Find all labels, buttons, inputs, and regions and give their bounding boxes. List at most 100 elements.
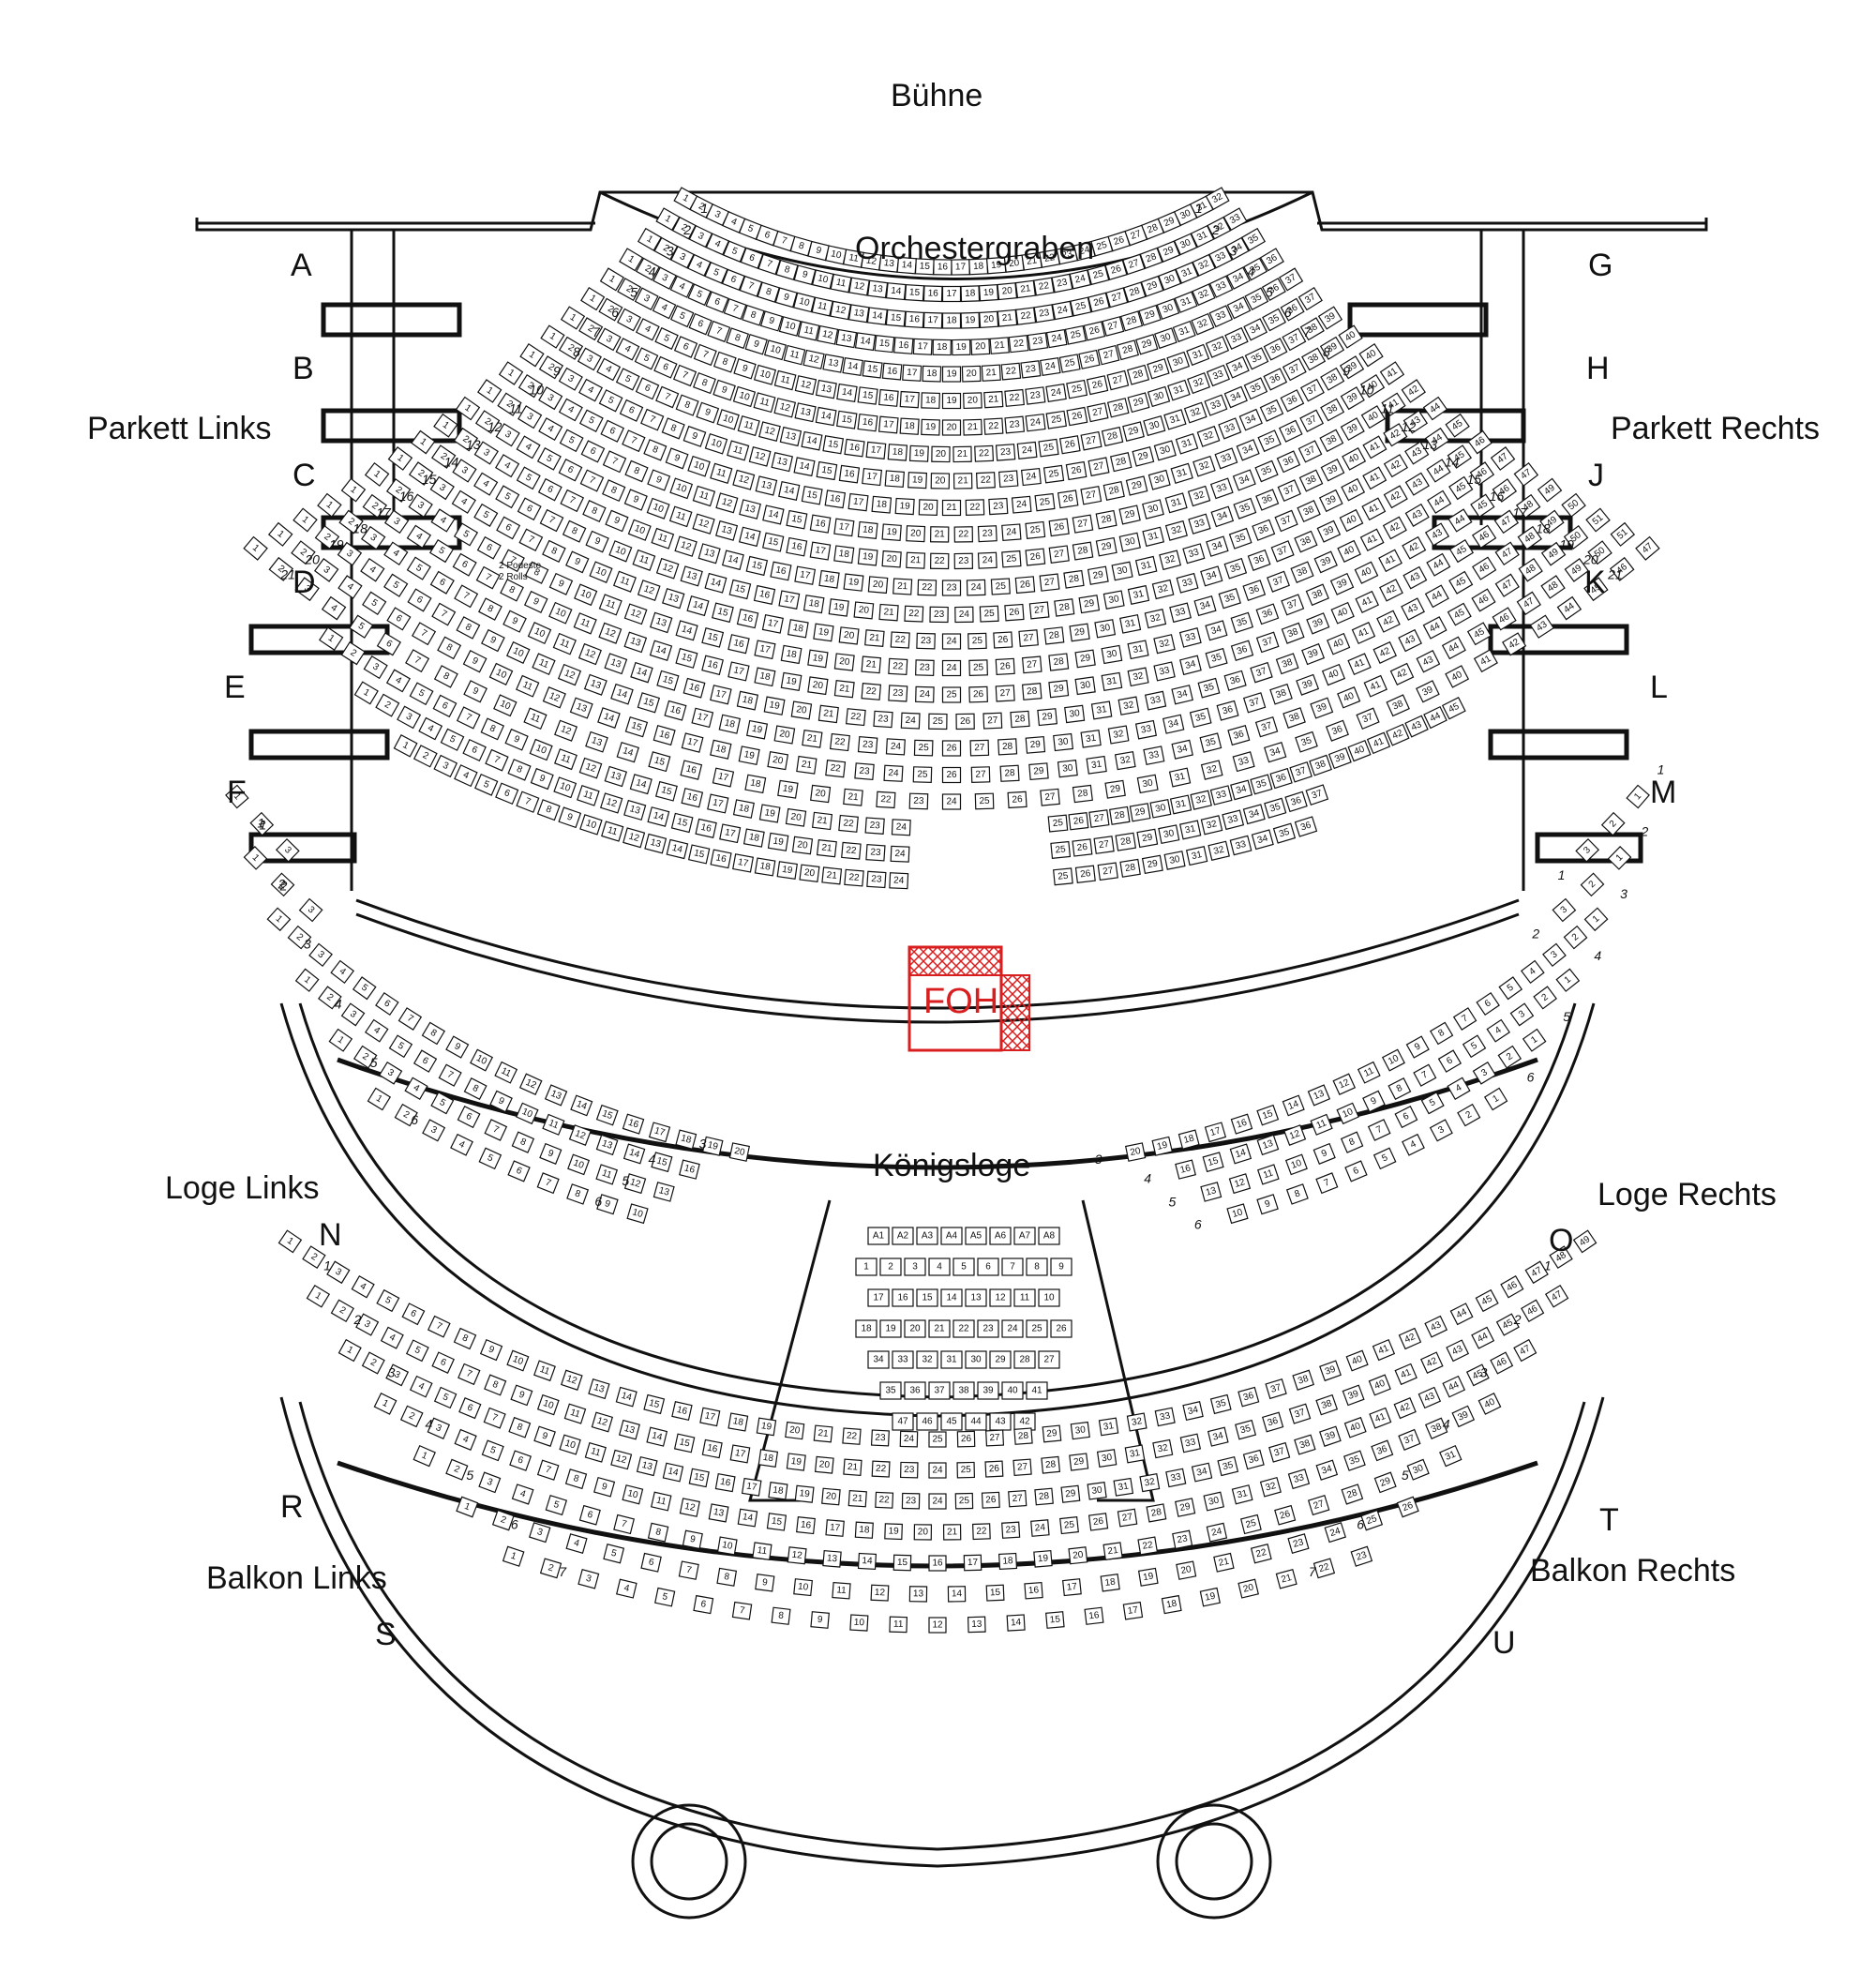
parkett-seat[interactable]: 26 [1048,518,1070,537]
parkett-seat[interactable]: 21 [811,811,833,831]
parkett-seat[interactable]: 25 [1047,814,1069,833]
loge-left-seat[interactable]: 1 [294,968,320,992]
parkett-seat[interactable]: 36 [1284,791,1308,813]
parkett-seat[interactable]: 19 [767,832,789,851]
royal-box-seat[interactable]: 27 [1038,1350,1060,1369]
balkon-seat[interactable]: 21 [942,1524,962,1541]
parkett-seat[interactable]: 6 [407,588,432,612]
parkett-seat[interactable]: 32 [1190,790,1212,810]
parkett-seat[interactable]: 2 [538,355,564,380]
parkett-seat[interactable]: 20 [970,338,991,355]
balkon-seat[interactable]: 34 [1182,1401,1204,1422]
royal-box-seat[interactable]: A4 [940,1227,963,1245]
parkett-seat[interactable]: 32 [1192,283,1216,307]
parkett-seat[interactable]: 42 [1402,535,1427,560]
parkett-seat[interactable]: 22 [983,417,1004,435]
balkon-seat[interactable]: 29 [1175,1498,1196,1517]
parkett-seat[interactable]: 34 [1162,714,1185,734]
balkon-seat[interactable]: 11 [752,1542,772,1560]
parkett-seat[interactable]: 17 [794,565,817,585]
parkett-seat[interactable]: 5 [536,447,562,471]
parkett-seat[interactable]: 10 [825,245,848,265]
royal-box-seat[interactable]: 25 [1026,1319,1048,1338]
parkett-seat[interactable]: 33 [1178,627,1202,648]
parkett-seat[interactable]: 33 [1224,326,1249,351]
parkett-seat[interactable]: 21 [892,578,913,595]
balkon-seat[interactable]: 1 [373,1392,398,1415]
parkett-seat[interactable]: 12 [817,324,839,345]
parkett-seat[interactable]: 32 [1205,336,1230,358]
parkett-seat[interactable]: 11 [843,248,864,268]
parkett-seat[interactable]: 34 [1226,296,1252,320]
parkett-seat[interactable]: 45 [1447,602,1472,626]
parkett-seat[interactable]: 31 [1169,794,1192,815]
parkett-seat[interactable]: 35 [1295,730,1318,753]
parkett-seat[interactable]: 22 [844,868,864,887]
balkon-seat[interactable]: 5 [481,1439,504,1462]
parkett-seat[interactable]: 19 [960,311,981,329]
parkett-seat[interactable]: 18 [871,495,892,514]
parkett-seat[interactable]: 30 [1142,499,1164,520]
parkett-seat[interactable]: 11 [811,296,833,317]
royal-box-seat[interactable]: 18 [855,1319,878,1338]
parkett-seat[interactable]: 28 [1119,310,1144,332]
parkett-seat[interactable]: 23 [916,632,936,650]
balkon-seat[interactable]: 12 [928,1617,947,1634]
balkon-seat[interactable]: 26 [1088,1513,1109,1531]
parkett-seat[interactable]: 34 [1251,829,1274,851]
parkett-seat[interactable]: 3 [495,423,520,447]
parkett-seat[interactable]: 18 [932,339,952,356]
parkett-seat[interactable]: 21 [997,309,1018,327]
balkon-seat[interactable]: 6 [640,1552,662,1573]
balkon-seat[interactable]: 14 [662,1462,684,1483]
parkett-seat[interactable]: 26 [1078,349,1101,369]
parkett-seat[interactable]: 7 [501,549,525,573]
balkon-seat[interactable]: 16 [1024,1581,1043,1600]
parkett-seat[interactable]: 30 [1143,415,1166,437]
parkett-seat[interactable]: 5 [453,522,479,547]
balkon-seat[interactable]: 5 [603,1544,625,1564]
parkett-seat[interactable]: 27 [1102,316,1125,337]
balkon-seat[interactable]: 21 [1102,1542,1123,1560]
parkett-seat[interactable]: 25 [1064,324,1087,345]
parkett-seat[interactable]: 16 [857,413,878,432]
parkett-seat[interactable]: 36 [1242,580,1267,601]
parkett-seat[interactable]: 24 [915,685,935,703]
parkett-seat[interactable]: 27 [1021,655,1042,674]
parkett-seat[interactable]: 5 [349,614,374,639]
balkon-seat[interactable]: 38 [1292,1369,1314,1391]
parkett-seat[interactable]: 3 [577,347,602,371]
parkett-seat[interactable]: 34 [1223,385,1248,409]
parkett-seat[interactable]: 39 [1339,355,1365,380]
parkett-seat[interactable]: 15 [656,670,680,691]
loge-right-seat[interactable]: 7 [1367,1119,1391,1141]
parkett-seat[interactable]: 1 [393,733,418,758]
parkett-seat[interactable]: 29 [1028,762,1049,781]
parkett-seat[interactable]: 21 [983,390,1004,409]
parkett-seat[interactable]: 23 [941,580,962,596]
parkett-seat[interactable]: 34 [1206,535,1229,557]
parkett-seat[interactable]: 20 [799,864,820,882]
parkett-seat[interactable]: 17 [878,415,899,434]
parkett-seat[interactable]: 24 [891,819,911,836]
parkett-seat[interactable]: 10 [778,316,802,337]
parkett-seat[interactable]: 24 [1045,383,1067,402]
balkon-seat[interactable]: 12 [679,1498,700,1517]
parkett-seat[interactable]: 1 [267,521,293,547]
parkett-seat[interactable]: 29 [1140,275,1164,297]
parkett-seat[interactable]: 39 [1416,680,1440,703]
parkett-seat[interactable]: 33 [1232,751,1255,773]
balkon-seat[interactable]: 24 [1324,1522,1347,1544]
parkett-seat[interactable]: 17 [912,338,933,355]
balkon-seat[interactable]: 16 [1084,1606,1104,1625]
parkett-seat[interactable]: 35 [1233,497,1257,520]
parkett-seat[interactable]: 21 [818,704,839,724]
royal-box-seat[interactable]: 19 [879,1319,902,1338]
parkett-seat[interactable]: 19 [843,573,864,592]
parkett-seat[interactable]: 24 [941,793,962,810]
parkett-seat[interactable]: 30 [1158,268,1182,292]
balkon-seat[interactable]: 6 [509,1450,532,1471]
balkon-seat[interactable]: 17 [1061,1578,1082,1597]
balkon-seat[interactable]: 12 [870,1584,890,1602]
parkett-seat[interactable]: 10 [811,269,834,290]
